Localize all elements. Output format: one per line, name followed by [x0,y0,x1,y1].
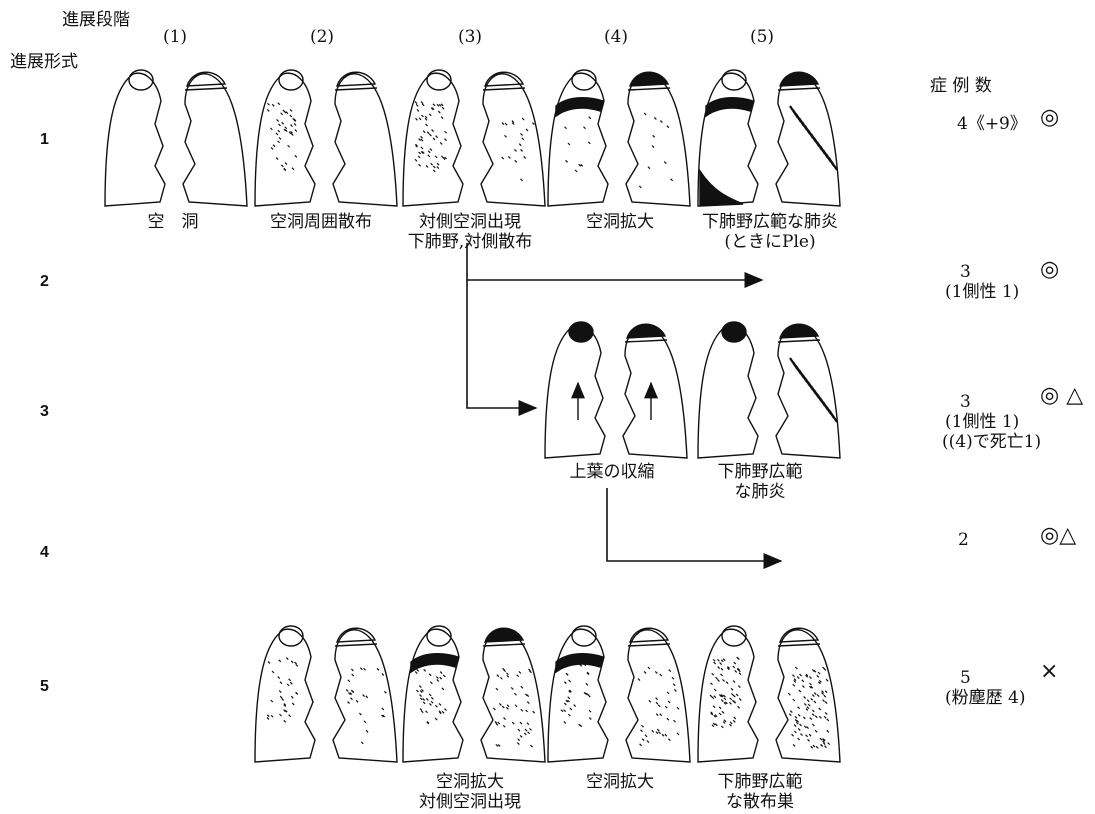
lung-right [105,70,165,206]
lung-left [776,72,840,206]
lung-left [626,72,690,206]
lung-left [626,628,690,762]
lung-right [698,322,758,458]
lung-right [255,626,315,762]
lung-right [698,70,758,206]
arrow-row-2 [467,243,762,280]
lung-left [776,628,840,762]
lung-left [183,72,247,206]
lung-right [403,626,463,762]
lung-left [481,72,545,206]
lung-left [776,324,840,458]
arrow-row-3 [467,280,536,408]
lung-left [333,72,397,206]
lung-left [623,324,687,458]
arrow-row-4 [607,488,781,561]
lung-right [698,626,758,762]
lung-right [545,322,605,458]
lung-right [548,626,608,762]
lung-right [255,70,315,206]
lung-left [333,628,397,762]
lung-right [548,70,608,206]
lung-left [481,628,545,762]
lung-right [403,70,463,206]
